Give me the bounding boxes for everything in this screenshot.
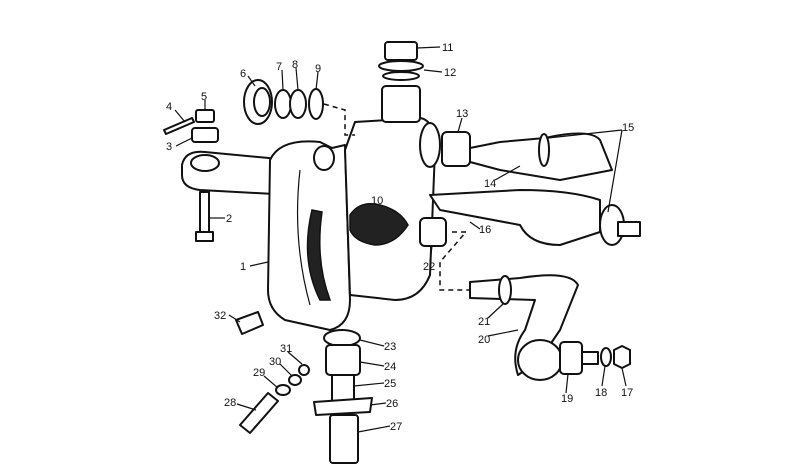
callout-2: 2: [226, 213, 232, 225]
plate-26: [313, 397, 373, 416]
callout-17: 17: [621, 387, 633, 399]
washer-30: [288, 374, 302, 386]
kingpin-24: [325, 344, 361, 376]
callout-9: 9: [315, 63, 321, 75]
nipple-31: [298, 364, 310, 376]
callout-23: 23: [384, 341, 396, 353]
callout-21: 21: [478, 316, 490, 328]
callout-7: 7: [276, 61, 282, 73]
callout-29: 29: [253, 367, 265, 379]
callout-14: 14: [484, 178, 496, 190]
eye-19: [517, 339, 563, 381]
callout-27: 27: [390, 421, 402, 433]
callout-19: 19: [561, 393, 573, 405]
bolt-2: [199, 191, 210, 233]
lower-link-15: [429, 189, 601, 246]
ring-9: [308, 88, 324, 120]
callout-1: 1: [240, 261, 246, 273]
carrier-eye: [313, 145, 335, 171]
callout-25: 25: [384, 378, 396, 390]
threaded-end-27: [329, 414, 359, 464]
washer-7: [274, 89, 292, 119]
washer-12a: [378, 60, 424, 72]
washer-12b: [382, 71, 420, 81]
bolt-11: [384, 41, 418, 61]
nipple-32: [235, 311, 264, 335]
callout-11: 11: [442, 42, 453, 54]
callout-18: 18: [595, 387, 607, 399]
pin-28: [239, 392, 279, 434]
callout-15: 15: [622, 122, 634, 134]
callout-22: 22: [423, 261, 435, 273]
callout-32: 32: [214, 310, 226, 322]
bush-22: [419, 217, 447, 247]
bush-13: [441, 131, 471, 167]
washer-8: [289, 89, 307, 119]
callout-20: 20: [478, 334, 490, 346]
callout-5: 5: [201, 91, 207, 103]
callout-30: 30: [269, 356, 281, 368]
seal-23: [323, 329, 361, 347]
bush-upper: [381, 85, 421, 123]
washer-29: [275, 384, 291, 396]
callout-28: 28: [224, 397, 236, 409]
callout-8: 8: [292, 59, 298, 71]
ring-21: [498, 275, 512, 305]
callout-3: 3: [166, 141, 172, 153]
bush-19: [559, 341, 583, 375]
callout-16: 16: [479, 224, 491, 236]
callout-6: 6: [240, 68, 246, 80]
callout-10: 10: [371, 195, 383, 207]
washer-18: [600, 347, 612, 367]
nut-17: [613, 345, 631, 369]
castle-nut-5: [195, 109, 215, 123]
callout-31: 31: [280, 343, 292, 355]
arm-boss: [190, 154, 220, 172]
nut-3: [191, 127, 219, 143]
felt-pad-10: [349, 203, 409, 246]
ring-15: [538, 133, 550, 167]
callout-12: 12: [444, 67, 456, 79]
leader-lines: [174, 46, 627, 433]
callout-26: 26: [386, 398, 398, 410]
split-pin-4: [163, 117, 195, 135]
callout-24: 24: [384, 361, 396, 373]
bolt-2-head: [195, 231, 214, 242]
callout-4: 4: [166, 101, 172, 113]
callout-13: 13: [456, 108, 468, 120]
